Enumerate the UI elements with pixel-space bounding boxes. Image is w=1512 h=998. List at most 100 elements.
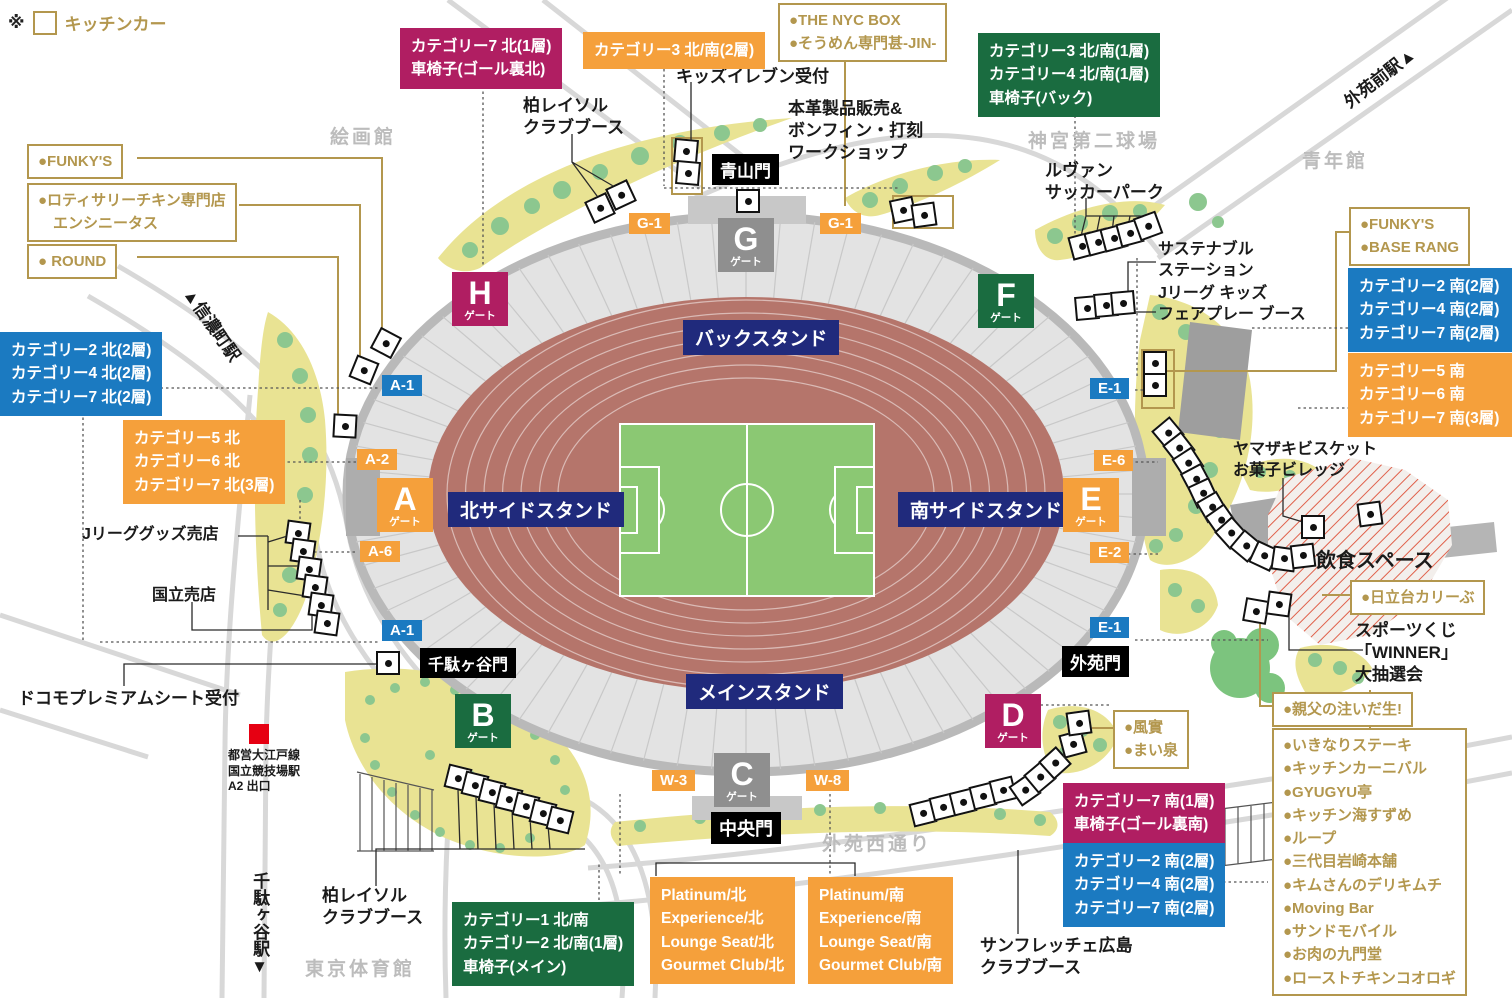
text-line: Gourmet Club/南 <box>819 956 943 974</box>
vendor-oyaji: ●親父の注いだ生! <box>1272 692 1414 728</box>
label-sustainable-station: サステナブルステーション <box>1158 240 1254 282</box>
text-line: キッズイレブン受付 <box>676 67 829 86</box>
label-jleague-kids: Jリーグ キッズフェアプレー ブース <box>1158 284 1306 326</box>
gate-suffix: ゲート <box>1075 515 1107 528</box>
leader-lines <box>123 82 1363 934</box>
tag-w3: W-3 <box>652 770 696 791</box>
label-leather-workshop: 本革製品販売&ボンフィン・打刻ワークショップ <box>788 98 923 164</box>
text-line: カテゴリー7 北(2層) <box>11 388 152 406</box>
label-kashiwa-booth-top: 柏レイソルクラブブース <box>523 95 624 139</box>
cat-north-3f: カテゴリー5 北カテゴリー6 北カテゴリー7 北(3層) <box>123 420 286 504</box>
text-line: Platinum/南 <box>819 887 905 904</box>
text-line: Lounge Seat/南 <box>819 933 932 951</box>
station-sendagaya: 千駄ヶ谷駅▼ <box>250 872 270 976</box>
vendor-rotisserie: ●ロティサリーチキン専門店 エンシニータス <box>27 183 237 242</box>
text-line: ●ロティサリーチキン専門店 <box>38 192 226 209</box>
text-line: ●三代目岩崎本舗 <box>1283 853 1398 871</box>
landmark-kaigakan: 絵画館 <box>330 126 396 151</box>
gate-letter: F <box>996 276 1016 313</box>
text-line: ●キッチンカーニバル <box>1283 760 1428 778</box>
label-jleague-goods: Jリーググッズ売店 <box>82 525 219 546</box>
kitchen-car-icon <box>1109 289 1137 317</box>
label-eating-space: 飲食スペース <box>1316 548 1434 574</box>
label-yamazaki: ヤマザキビスケットお菓子ビレッジ <box>1233 440 1377 482</box>
main-stand: メインスタンド <box>686 674 843 709</box>
stadium <box>342 196 1166 820</box>
door-chuo: 中央門 <box>711 812 781 844</box>
vendor-food-list: ●いきなりステーキ●キッチンカーニバル●GYUGYU亭●キッチン海すずめ●ループ… <box>1272 728 1467 996</box>
cat-south-2f-right: カテゴリー2 南(2層)カテゴリー4 南(2層)カテゴリー7 南(2層) <box>1348 268 1512 352</box>
tag-e2: E-2 <box>1090 542 1130 563</box>
south-side-stand: 南サイドスタンド <box>898 492 1075 527</box>
kitchen-car-icon <box>1301 515 1325 539</box>
text-line: クラブブース <box>322 908 424 928</box>
vendor-kaze-maisen: ●風實●まい泉 <box>1113 710 1190 769</box>
kitchen-car-icon <box>1289 542 1317 570</box>
cat-south-3f-right: カテゴリー5 南カテゴリー6 南カテゴリー7 南(3層) <box>1348 353 1512 437</box>
text-line: サステナブル <box>1158 241 1254 258</box>
cat-south-goal-back: カテゴリー7 南(1層)車椅子(ゴール裏南) <box>1063 783 1226 844</box>
kitchen-car-icon <box>1065 709 1093 737</box>
label-kokuritsu-shop: 国立売店 <box>152 586 216 607</box>
text-line: Experience/南 <box>819 910 922 928</box>
vendor-funkys-base-rang: ●FUNKY'S ●BASE RANG <box>1349 207 1471 266</box>
gate-suffix: ゲート <box>389 515 421 528</box>
label-docomo-premium: ドコモプレミアムシート受付 <box>18 688 239 710</box>
text-line: Gourmet Club/北 <box>661 956 785 974</box>
legend-label: キッチンカー <box>64 15 167 34</box>
text-line: カテゴリー7 北(3層) <box>134 476 275 494</box>
winner-grove <box>1210 628 1285 703</box>
text-line: 神宮第二球場 <box>1028 131 1161 152</box>
text-line: クラブブース <box>980 958 1082 978</box>
text-line: ステーション <box>1158 261 1254 279</box>
kitchen-car-swatch-icon <box>32 10 57 35</box>
text-line: カテゴリー6 南 <box>1359 386 1465 404</box>
cat-platinum-south: Platinum/南 Experience/南 Lounge Seat/南 Gourm… <box>808 877 954 984</box>
text-line: ドコモプレミアムシート受付 <box>18 689 239 708</box>
text-line: 車椅子(メイン) <box>463 958 567 976</box>
gate-suffix: ゲート <box>467 731 499 744</box>
text-line: ●THE NYC BOX <box>789 12 901 29</box>
gate-letter: B <box>471 696 495 733</box>
text-line: Jリーググッズ売店 <box>82 526 219 543</box>
text-line: ●BASE RANG <box>1360 239 1460 257</box>
kitchen-car-icon <box>1143 373 1167 397</box>
text-line: カテゴリー2 南(2層) <box>1359 278 1500 295</box>
text-line: ●キムさんのデリキムチ <box>1283 876 1443 894</box>
cat-south-2f-bottom: カテゴリー2 南(2層)カテゴリー4 南(2層)カテゴリー7 南(2層) <box>1063 843 1226 927</box>
soccer-pitch <box>619 423 875 597</box>
legend-note-mark: ※ <box>8 12 25 32</box>
text-line: 「WINNER」 <box>1355 643 1458 663</box>
tag-g1-right: G-1 <box>820 213 862 234</box>
gate-suffix: ゲート <box>464 309 496 322</box>
gate-letter: E <box>1080 480 1102 517</box>
kitchen-car-icon <box>674 159 702 187</box>
text-line: ●FUNKY'S <box>1360 216 1435 233</box>
text-line: 都営大江戸線 <box>228 748 301 762</box>
text-line: ●キッチン海すずめ <box>1283 806 1413 824</box>
vendor-round: ● ROUND <box>27 244 118 280</box>
text-line: 車椅子(ゴール裏南) <box>1074 816 1209 834</box>
text-line: ●ローストチキンコオロギ <box>1283 969 1456 987</box>
text-line: カテゴリー3 北/南(1層) <box>989 43 1150 60</box>
tag-a1-top: A-1 <box>382 375 423 396</box>
tag-a1-bottom: A-1 <box>382 620 423 641</box>
text-line: ●まい泉 <box>1124 742 1179 760</box>
gate-suffix: ゲート <box>997 731 1029 744</box>
text-line: 外苑西通り <box>822 834 933 855</box>
text-line: カテゴリー5 南 <box>1359 363 1465 380</box>
text-line: 絵画館 <box>330 127 397 148</box>
cat-north-goal-back: カテゴリー7 北(1層)車椅子(ゴール裏北) <box>400 28 563 89</box>
text-line: カテゴリー7 南(2層) <box>1359 324 1500 342</box>
cat-main: カテゴリー1 北/南カテゴリー2 北/南(1層)車椅子(メイン) <box>452 902 635 986</box>
text-line: サンフレッチェ広島 <box>980 936 1133 955</box>
gate-letter: G <box>733 220 759 257</box>
vendor-nyc-box: ●THE NYC BOX●そうめん専門甚-JIN- <box>778 3 948 62</box>
